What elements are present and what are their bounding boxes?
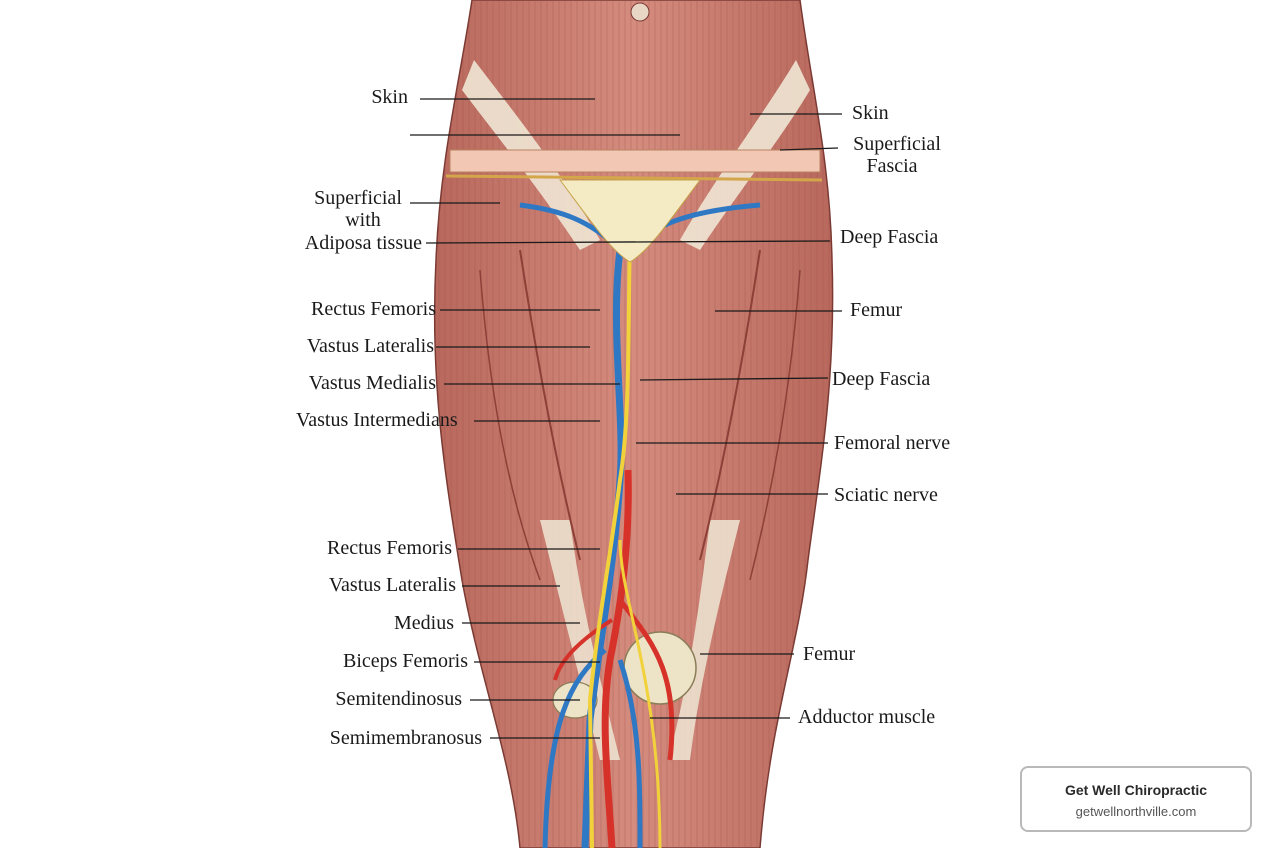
label-biceps-femoris: Biceps Femoris [343, 650, 468, 672]
artery-main [601, 469, 632, 848]
label-semimembranosus: Semimembranosus [329, 727, 482, 749]
label-superficial-left: Superficial [314, 187, 402, 209]
adipose-layer [449, 149, 821, 173]
label-skin-right: Skin [852, 102, 889, 124]
label-femoral-nerve: Femoral nerve [834, 432, 951, 454]
label-vastus-medialis: Vastus Medialis [308, 372, 436, 394]
label-vastus-lateralis-upper: Vastus Lateralis [306, 335, 434, 357]
label-rectus-femoris-lower: Rectus Femoris [327, 537, 452, 559]
label-superficial-right: Superficial [853, 133, 941, 155]
nerve-main [587, 229, 632, 848]
label-fascia: Fascia [866, 155, 918, 177]
label-adiposa-tissue: Adiposa tissue [304, 232, 422, 254]
fascia-tendons-lower [540, 520, 620, 760]
brand-url: getwellnorthville.com [1075, 804, 1197, 819]
label-medius: Medius [394, 612, 454, 634]
label-femur-upper: Femur [850, 299, 903, 321]
label-vastus-intermedians: Vastus Intermedians [296, 409, 458, 431]
label-deep-fascia-upper: Deep Fascia [840, 226, 939, 248]
label-semitendinosus: Semitendinosus [335, 688, 462, 710]
label-skin-left: Skin [371, 86, 408, 108]
label-vastus-lateralis-lower: Vastus Lateralis [328, 574, 456, 596]
label-sciatic-nerve: Sciatic nerve [834, 484, 938, 506]
label-with: with [345, 209, 381, 231]
label-femur-lower: Femur [803, 643, 856, 665]
brand-badge: Get Well Chiropractic getwellnorthville.… [1020, 766, 1252, 832]
label-rectus-femoris-upper: Rectus Femoris [311, 298, 436, 320]
brand-name: Get Well Chiropractic [1064, 782, 1208, 798]
label-adductor-muscle: Adductor muscle [798, 706, 936, 728]
label-deep-fascia-lower: Deep Fascia [832, 368, 931, 390]
